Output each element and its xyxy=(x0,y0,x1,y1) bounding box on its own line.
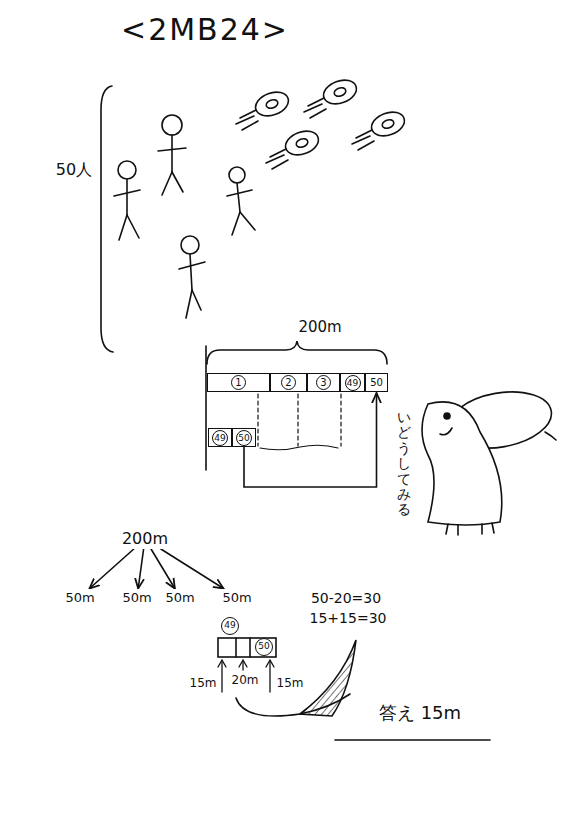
node-text: 50 xyxy=(370,378,383,388)
node-text: 2 xyxy=(281,375,296,390)
connector-arrow xyxy=(161,549,224,589)
part-length: 50m xyxy=(219,589,254,606)
bar-segment: 2 xyxy=(270,373,307,392)
answer-underline xyxy=(335,739,490,741)
node-text: 50m xyxy=(222,591,251,604)
bar-segment: 1 xyxy=(207,373,270,392)
node-text: 200m xyxy=(122,531,168,547)
equation: 15+15=30 xyxy=(309,610,388,626)
callout-number: 49 xyxy=(221,617,239,635)
node-text: 49 xyxy=(345,375,361,391)
length-brace xyxy=(207,341,387,364)
bar-segment: 3 xyxy=(307,373,340,392)
moved-segment: 49 xyxy=(208,428,232,447)
flying-disc xyxy=(266,127,322,169)
answer: 答え 15m xyxy=(378,703,462,724)
bar-segment: 50 xyxy=(365,373,388,392)
callout-number: 50 xyxy=(255,638,273,656)
total-length: 200m xyxy=(119,529,171,549)
boundary-line xyxy=(205,346,207,470)
hatched-swoosh xyxy=(300,640,356,716)
part-length: 50m xyxy=(162,589,197,606)
flying-disc xyxy=(304,76,360,118)
dimension-label: 15m xyxy=(189,677,218,691)
page-title: <2MB24> xyxy=(120,13,290,48)
connector-arrow xyxy=(90,549,134,589)
node-text: 49 xyxy=(212,430,228,446)
dashed-guide xyxy=(258,394,341,446)
stick-figure xyxy=(179,236,205,318)
part-length: 50m xyxy=(62,589,97,606)
bar-segment: 49 xyxy=(340,373,365,392)
wavy-line xyxy=(260,445,338,450)
dimension-label: 200m xyxy=(297,319,342,336)
part-length: 50m xyxy=(119,589,154,606)
group-bracket xyxy=(101,86,113,352)
node-text: 50 xyxy=(236,430,252,446)
node-text: 50m xyxy=(122,591,151,604)
node-text: 3 xyxy=(316,375,331,390)
node-text: 50m xyxy=(65,591,94,604)
stick-figure xyxy=(158,115,186,195)
stick-figure xyxy=(227,167,255,235)
moved-segment: 50 xyxy=(232,428,256,447)
flying-disc xyxy=(236,88,292,130)
vertical-note: いどうしてみる xyxy=(396,410,412,518)
small-bar xyxy=(218,638,276,657)
group-count: 50人 xyxy=(55,161,93,179)
flying-disc xyxy=(352,108,408,150)
dimension-label: 20m xyxy=(231,674,260,688)
stick-figure xyxy=(114,161,140,240)
node-text: 1 xyxy=(231,375,246,390)
length-arrow xyxy=(218,660,274,692)
node-text: 50m xyxy=(165,591,194,604)
connector-arrow xyxy=(138,549,143,589)
connector-arrow xyxy=(244,393,377,487)
node-text: 49 xyxy=(224,621,235,630)
equation: 50-20=30 xyxy=(310,590,382,606)
node-text: 50 xyxy=(258,642,269,651)
mouse-figure xyxy=(422,384,556,535)
dimension-label: 15m xyxy=(276,677,305,691)
